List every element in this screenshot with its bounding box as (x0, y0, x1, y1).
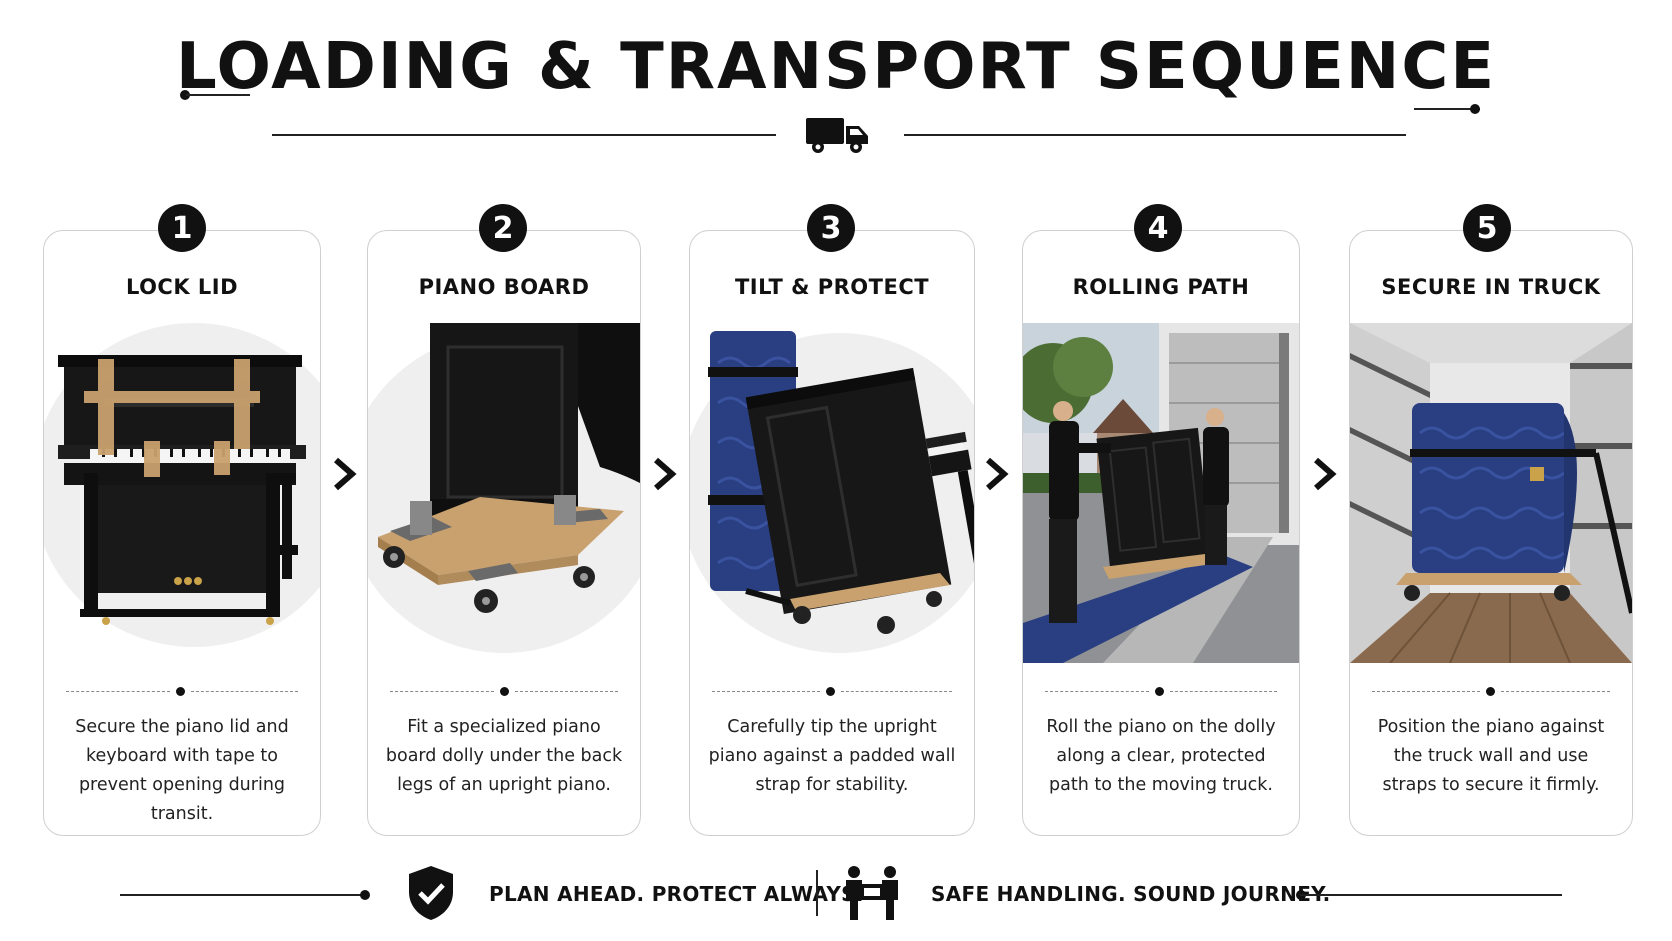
chevron-right-icon (1314, 457, 1337, 491)
chevron-right-icon (986, 457, 1009, 491)
truck-icon (806, 118, 868, 153)
step-5-card: SECURE IN TRUCK (1349, 230, 1633, 836)
chevron-right-icon (654, 457, 677, 491)
header-underline-right (904, 134, 1406, 136)
header-right-short-line (1414, 108, 1480, 110)
step-4-number-badge: 4 (1134, 204, 1182, 252)
step-2-number-badge: 2 (479, 204, 527, 252)
step-3-description: Carefully tip the upright piano against … (708, 717, 956, 795)
two-movers-icon (846, 866, 898, 920)
footer-right-line (1300, 894, 1562, 896)
step-4-card: ROLLING PATH (1022, 230, 1300, 836)
page-title: LOADING & TRANSPORT SEQUENCE (175, 30, 1497, 104)
piano-board-dolly-illustration (368, 323, 640, 653)
tilted-piano-padded-board-illustration (690, 331, 974, 653)
footer-divider (816, 870, 818, 916)
step-5-description: Position the piano against the truck wal… (1377, 717, 1605, 795)
footer-left-tagline: PLAN AHEAD. PROTECT ALWAYS. (489, 882, 864, 906)
step-2-description: Fit a specialized piano board dolly unde… (385, 717, 623, 795)
header-underline-left (272, 134, 776, 136)
footer-right-tagline: SAFE HANDLING. SOUND JOURNEY. (931, 882, 1331, 906)
step-4-description: Roll the piano on the dolly along a clea… (1046, 717, 1276, 795)
step-5-title: SECURE IN TRUCK (1381, 275, 1601, 299)
movers-rolling-piano-to-truck-illustration (1023, 323, 1299, 663)
step-2-title: PIANO BOARD (418, 275, 590, 299)
step-4-separator (1045, 687, 1277, 697)
footer-left-dot (360, 890, 370, 900)
shield-check-icon (409, 866, 453, 920)
step-1-number-badge: 1 (158, 204, 206, 252)
step-5-separator (1372, 687, 1610, 697)
step-1-card: LOCK LID (43, 230, 321, 836)
strapped-piano-in-truck-illustration (1350, 323, 1632, 663)
step-3-number-badge: 3 (807, 204, 855, 252)
step-1-title: LOCK LID (125, 275, 239, 299)
step-3-title: TILT & PROTECT (734, 275, 930, 299)
taped-upright-piano-illustration (44, 323, 320, 647)
step-2-card: PIANO BOARD Fit a speci (367, 230, 641, 836)
header-left-dot (180, 90, 190, 100)
chevron-right-icon (334, 457, 357, 491)
step-3-card: TILT & PROTECT (689, 230, 975, 836)
step-3-separator (712, 687, 952, 697)
header-right-dot (1470, 104, 1480, 114)
header-left-short-line (186, 94, 250, 96)
step-2-separator (390, 687, 618, 697)
step-1-separator (66, 687, 298, 697)
step-1-description: Secure the piano lid and keyboard with t… (75, 717, 289, 824)
step-5-number-badge: 5 (1463, 204, 1511, 252)
footer-left-line (120, 894, 366, 896)
step-4-title: ROLLING PATH (1072, 275, 1250, 299)
